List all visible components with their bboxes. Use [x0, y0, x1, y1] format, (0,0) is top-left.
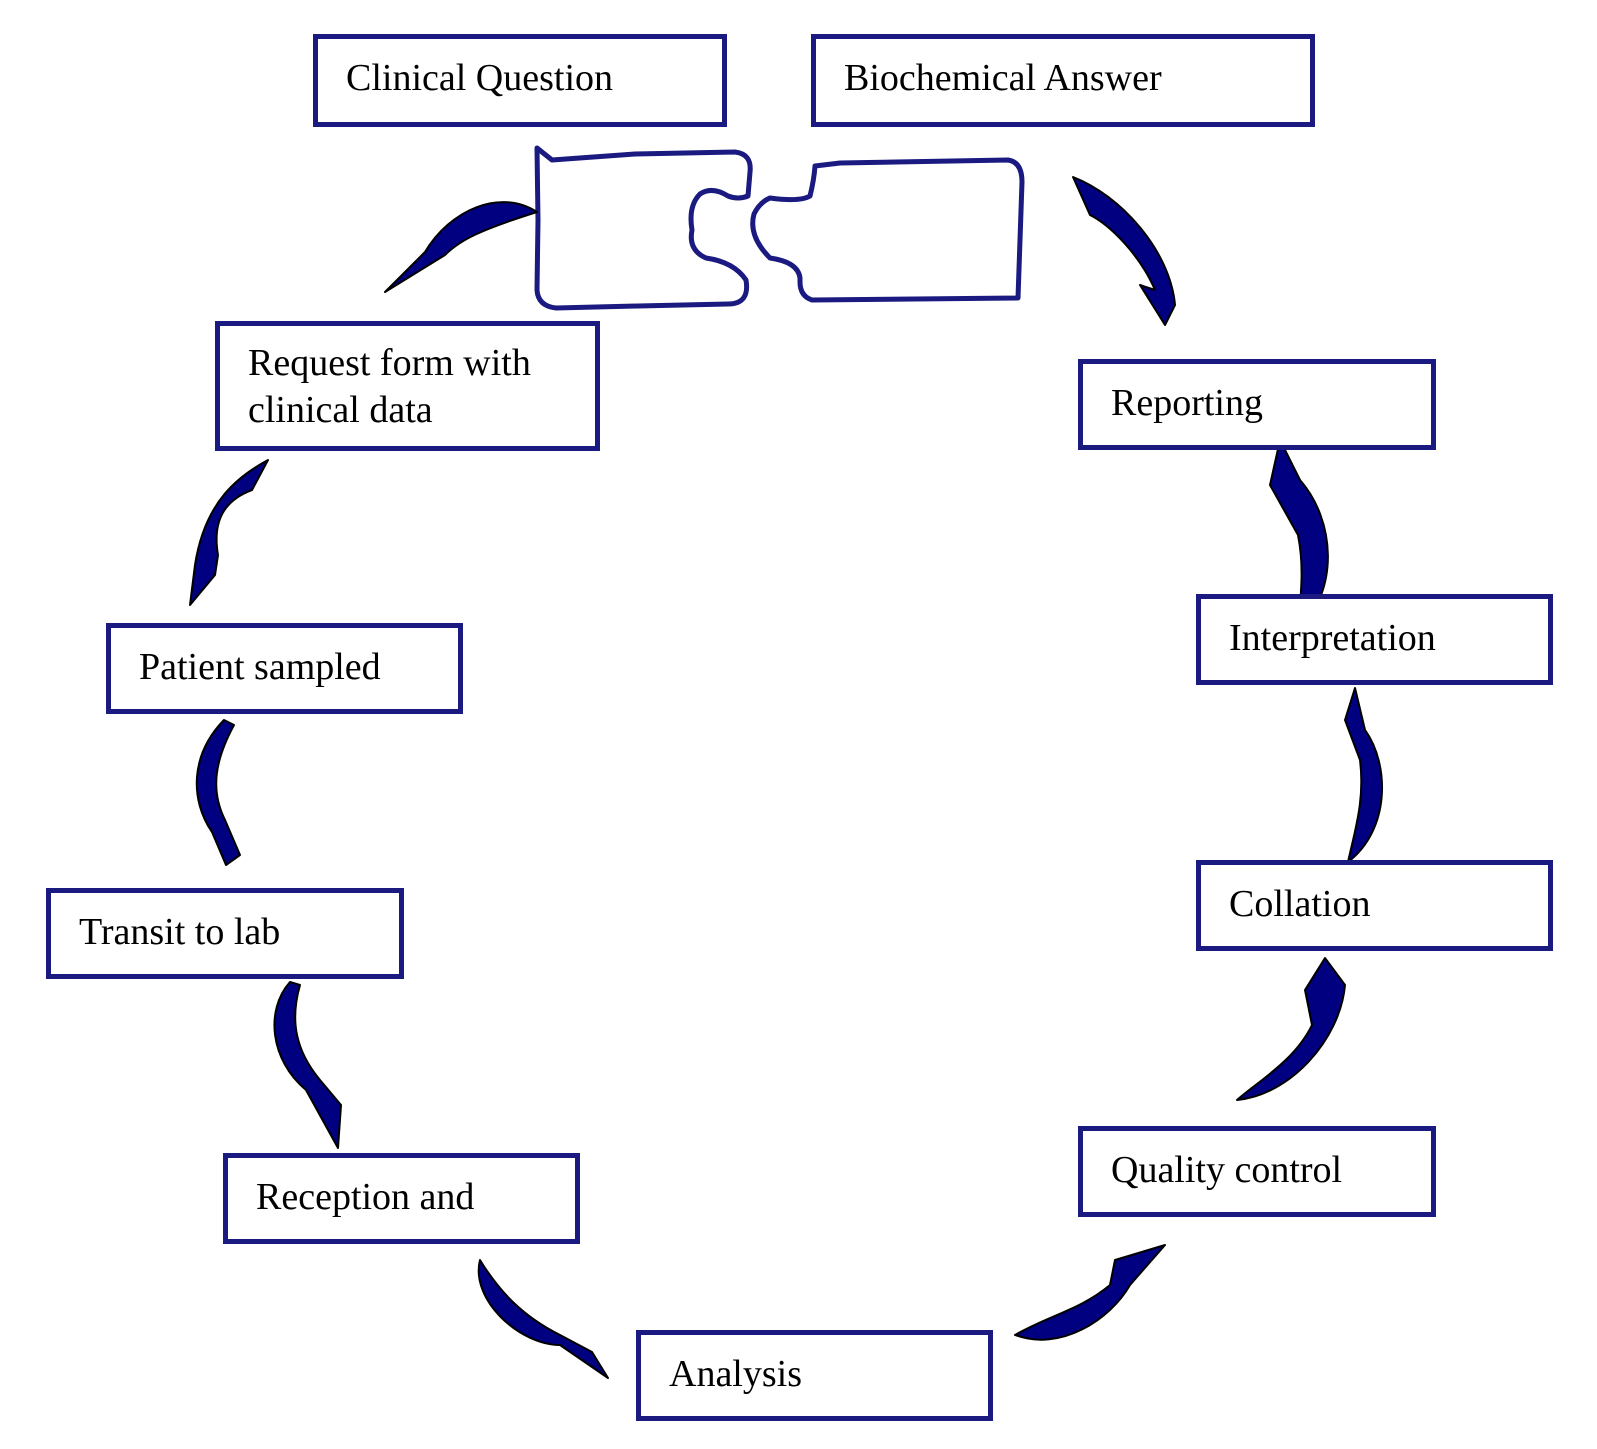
node-collation: Collation	[1196, 860, 1553, 951]
node-reporting: Reporting	[1078, 359, 1436, 450]
puzzle-piece-right	[750, 157, 1025, 303]
node-request-form: Request form with clinical data	[215, 321, 600, 451]
node-label: Collation	[1229, 883, 1371, 925]
node-analysis: Analysis	[636, 1330, 993, 1421]
curved-arrow-icon	[384, 201, 538, 293]
curved-arrow-icon	[273, 981, 342, 1149]
node-label: Reporting	[1111, 382, 1263, 424]
node-label: Patient sampled	[139, 646, 381, 688]
node-reception: Reception and	[223, 1153, 580, 1244]
curved-arrow-icon	[189, 459, 269, 606]
node-label: Reception and	[256, 1176, 475, 1218]
node-label: Analysis	[669, 1353, 802, 1395]
puzzle-piece-left	[534, 145, 753, 311]
curved-arrow-icon	[1014, 1244, 1166, 1341]
node-interpretation: Interpretation	[1196, 594, 1553, 685]
node-clinical-question: Clinical Question	[313, 34, 727, 127]
node-label: Interpretation	[1229, 617, 1436, 659]
curved-arrow-icon	[1236, 957, 1346, 1101]
node-biochemical-answer: Biochemical Answer	[811, 34, 1315, 127]
curved-arrow-icon	[1072, 176, 1176, 326]
node-transit-to-lab: Transit to lab	[46, 888, 404, 979]
node-label-line-1: Request form with	[248, 342, 531, 384]
curved-arrow-icon	[1344, 687, 1383, 863]
node-label: Biochemical Answer	[844, 57, 1162, 99]
node-label: Transit to lab	[79, 911, 281, 953]
puzzle-pieces-icon	[534, 145, 1025, 311]
curved-arrow-icon	[477, 1259, 609, 1379]
node-label: Clinical Question	[346, 57, 614, 99]
node-label: Quality control	[1111, 1149, 1343, 1191]
curved-arrow-icon	[195, 719, 241, 866]
node-patient-sampled: Patient sampled	[106, 623, 463, 714]
node-quality-control: Quality control	[1078, 1126, 1436, 1217]
curved-arrow-icon	[1269, 439, 1329, 631]
node-label-line-2: clinical data	[248, 389, 433, 431]
